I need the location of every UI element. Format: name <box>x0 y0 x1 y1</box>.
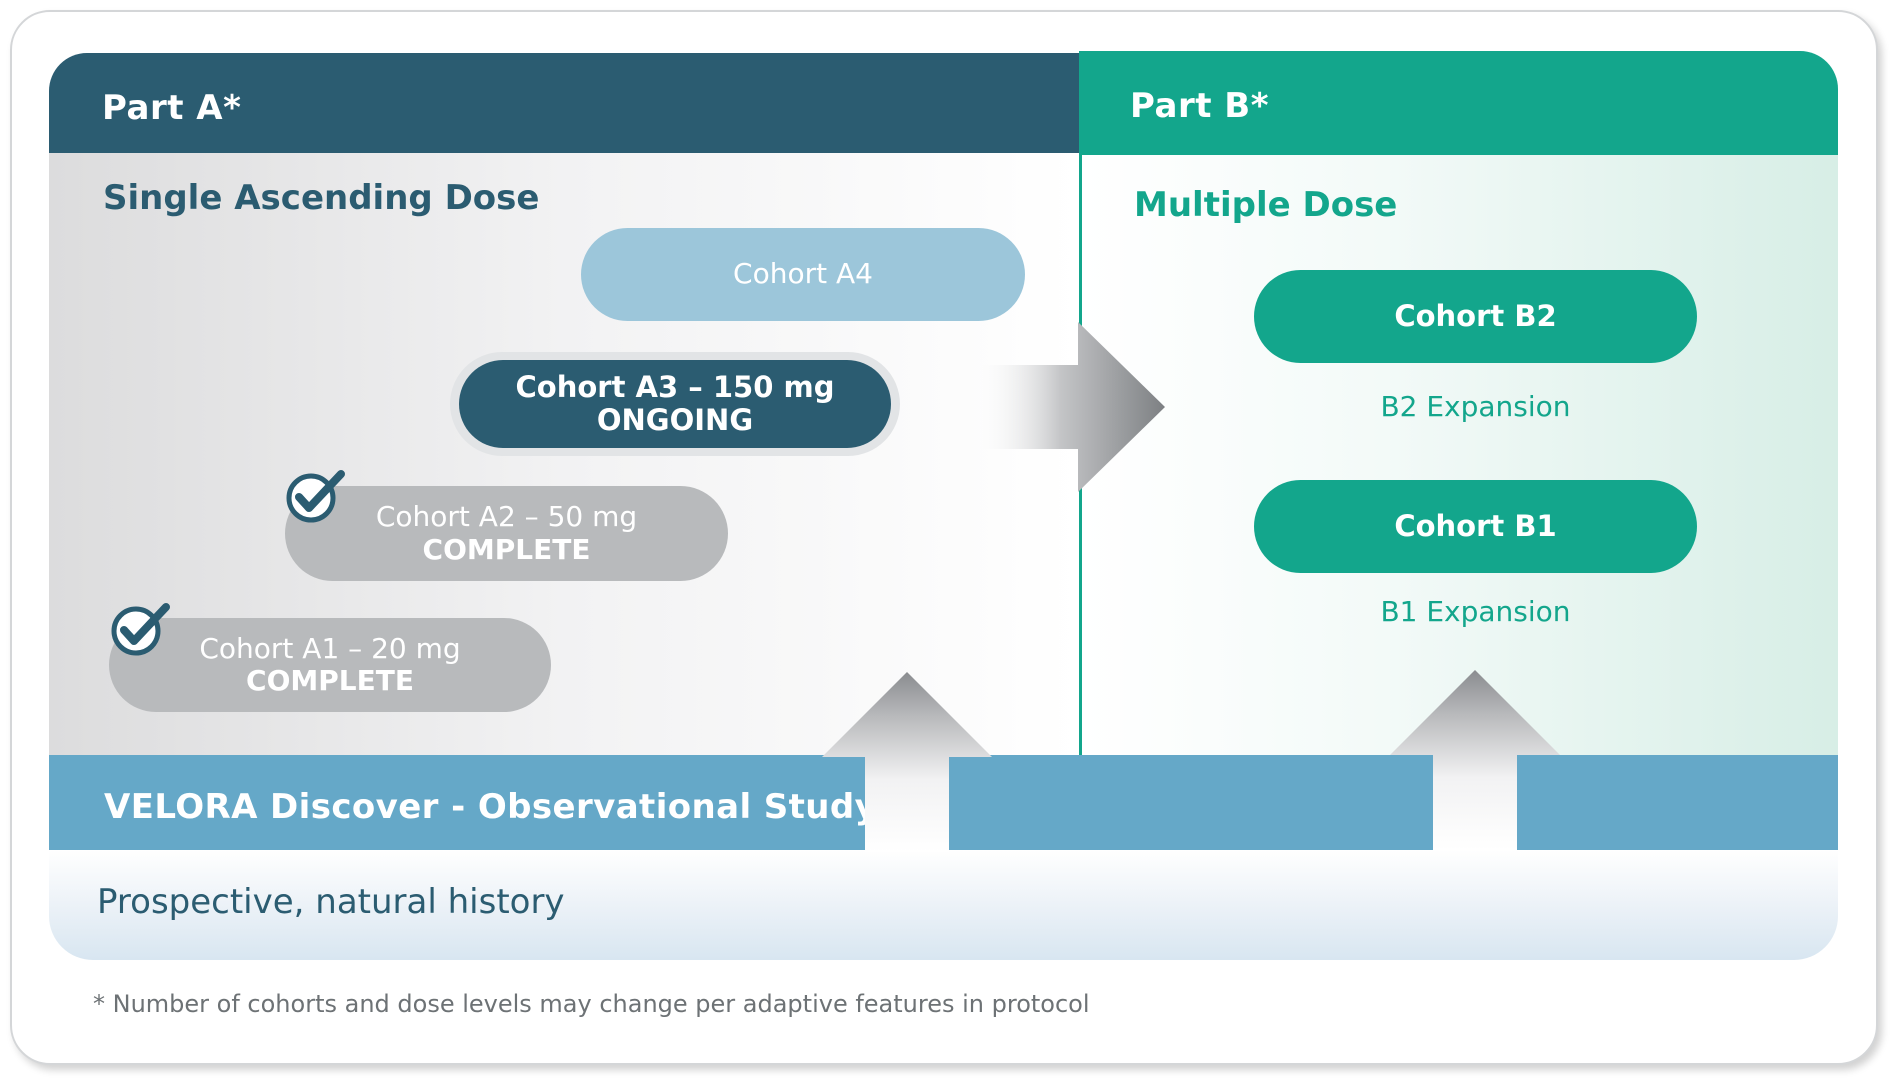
cohort-a1-pill: Cohort A1 – 20 mg COMPLETE <box>109 618 551 712</box>
part-b-panel <box>1079 155 1838 755</box>
checkmark-circle-icon <box>286 470 345 523</box>
cohort-b2-pill: Cohort B2 <box>1254 270 1697 363</box>
footnote: * Number of cohorts and dose levels may … <box>93 990 1090 1018</box>
arrow-right-icon <box>975 322 1165 492</box>
b1-expansion-label: B1 Expansion <box>1380 595 1571 628</box>
part-a-header <box>49 53 1079 153</box>
cohort-a2-label: Cohort A2 – 50 mg <box>375 500 638 534</box>
part-a-subtitle: Single Ascending Dose <box>103 178 540 218</box>
part-b-header <box>1079 51 1838 155</box>
cohort-b1-pill: Cohort B1 <box>1254 480 1697 573</box>
cohort-a2-status: COMPLETE <box>422 532 591 566</box>
checkmark-circle-icon <box>111 603 170 656</box>
part-b-subtitle: Multiple Dose <box>1134 185 1398 225</box>
observational-study-description: Prospective, natural history <box>97 882 565 922</box>
part-b-title: Part B* <box>1130 86 1270 126</box>
cohort-a1-label: Cohort A1 – 20 mg <box>199 631 461 665</box>
arrow-up-icon <box>1390 670 1560 850</box>
arrow-up-icon <box>822 672 992 852</box>
observational-study-title: VELORA Discover - Observational Study <box>104 787 878 827</box>
cohort-a4-pill: Cohort A4 <box>581 228 1025 321</box>
part-a-title: Part A* <box>102 88 242 128</box>
cohort-b1-label: Cohort B1 <box>1394 508 1557 543</box>
cohort-a4-label: Cohort A4 <box>733 257 873 291</box>
cohort-a3-label: Cohort A3 – 150 mg <box>515 369 835 404</box>
cohort-b2-label: Cohort B2 <box>1394 298 1557 333</box>
cohort-a3-status: ONGOING <box>596 403 754 437</box>
cohort-a3-pill: Cohort A3 – 150 mg ONGOING <box>459 360 891 448</box>
observational-study-panel <box>49 850 1838 960</box>
cohort-a2-pill: Cohort A2 – 50 mg COMPLETE <box>285 486 728 581</box>
cohort-a1-status: COMPLETE <box>246 664 414 697</box>
b2-expansion-label: B2 Expansion <box>1380 390 1571 423</box>
